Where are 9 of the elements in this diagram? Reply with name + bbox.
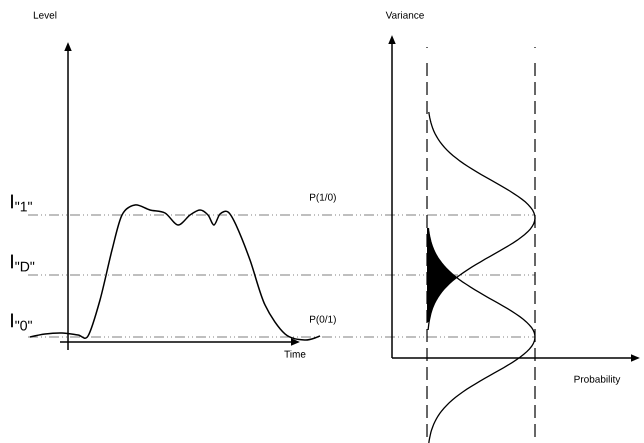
probability-label: P(1/0) [310,193,336,203]
probability-label: P(0/1) [310,315,336,325]
level-label: I$_{"0"}$ [11,314,32,330]
axis-title: Time [284,350,306,358]
axis-title: Variance [386,11,424,19]
axis-title: Probability [574,375,620,385]
level-label: I$_{"D"}$ [11,254,34,272]
axis-title: Level [34,11,56,19]
level-label: I$_{"1"}$ [11,194,32,212]
